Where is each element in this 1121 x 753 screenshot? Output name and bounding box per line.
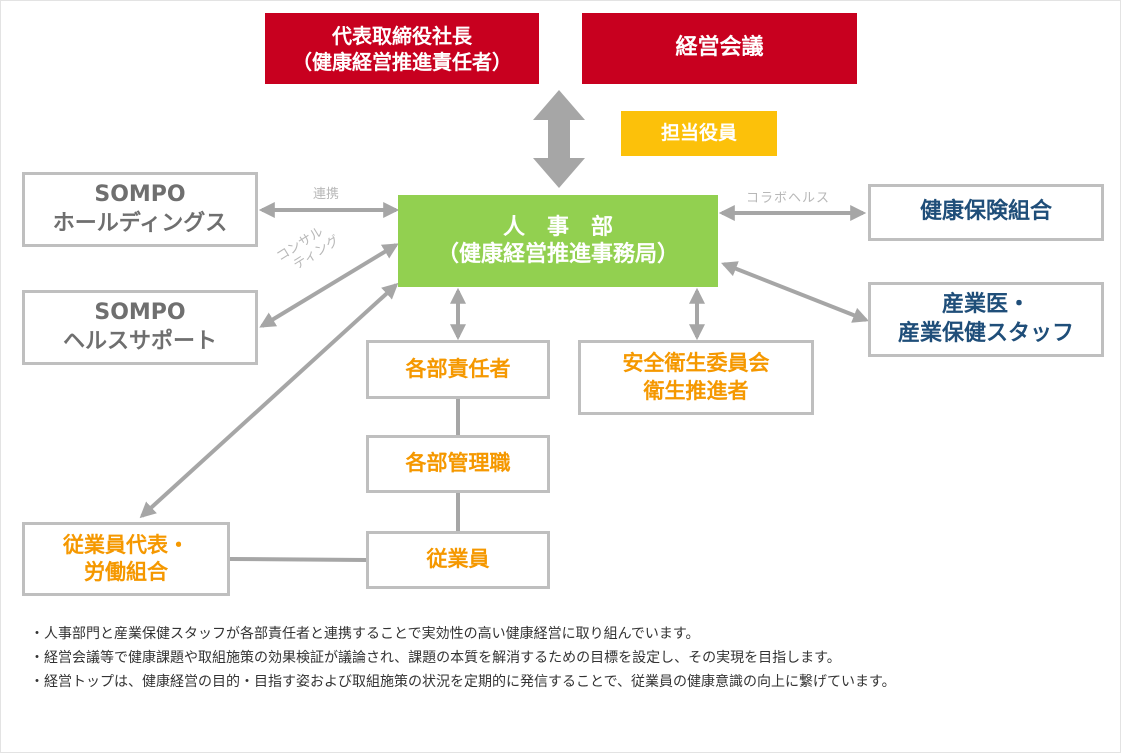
node-employee-reps: 従業員代表・ 労働組合 [22,522,230,596]
node-hr: 人 事 部 （健康経営推進事務局） [398,195,718,287]
node-sompo-holdings: SOMPO ホールディングス [22,172,258,247]
node-health-insurance-label: 健康保険組合 [919,199,1052,225]
node-sompo-health-support: SOMPO ヘルスサポート [22,290,258,365]
node-management-meeting-label: 経営会議 [675,35,764,61]
edge-label-cooperation: 連携 [313,187,340,202]
big-double-arrow [533,90,585,188]
node-hr-line2: （健康経営推進事務局） [436,242,679,267]
node-dept-heads: 各部責任者 [366,340,550,399]
node-sompo-hs-line1: SOMPO [94,299,186,325]
node-president-line2: （健康経営推進責任者） [292,49,512,74]
node-employees: 従業員 [366,531,550,589]
node-employees-label: 従業員 [426,547,490,572]
node-president-line1: 代表取締役社長 [332,23,472,48]
node-reps-line1: 従業員代表・ [63,532,189,557]
edge-reps-hr [139,282,399,519]
node-dept-managers-label: 各部管理職 [405,451,511,476]
node-hr-line1: 人 事 部 [502,214,613,240]
node-sompo-holdings-line1: SOMPO [94,181,186,207]
node-officer-label: 担当役員 [660,122,737,145]
node-safety-committee: 安全衛生委員会 衛生推進者 [578,340,814,415]
node-sompo-holdings-line2: ホールディングス [52,210,228,236]
node-occupational-health: 産業医・ 産業保健スタッフ [868,282,1104,357]
node-safety-line1: 安全衛生委員会 [622,351,770,376]
node-dept-managers: 各部管理職 [366,435,550,493]
notes: ・人事部門と産業保健スタッフが各部責任者と連携することで実効性の高い健康経営に取… [30,622,1090,694]
node-management-meeting: 経営会議 [582,13,857,84]
node-sompo-hs-line2: ヘルスサポート [62,328,217,354]
note-item: ・経営会議等で健康課題や取組施策の効果検証が議論され、課題の本質を解消するための… [30,650,841,666]
node-dept-heads-label: 各部責任者 [405,356,511,381]
edge-label-collabo-health: コラボヘルス [746,191,831,206]
edge-reps-employees [229,557,367,562]
edge-hr-occhealth [721,261,869,323]
node-officer-in-charge: 担当役員 [621,111,777,156]
note-item: ・人事部門と産業保健スタッフが各部責任者と連携することで実効性の高い健康経営に取… [30,626,700,642]
node-occhealth-line1: 産業医・ [941,291,1030,317]
node-safety-line2: 衛生推進者 [643,378,749,403]
node-health-insurance: 健康保険組合 [868,184,1104,241]
note-item: ・経営トップは、健康経営の目的・目指す姿および取組施策の状況を定期的に発信するこ… [30,674,896,690]
node-reps-line2: 労働組合 [84,560,168,584]
node-occhealth-line2: 産業保健スタッフ [897,320,1074,346]
node-president: 代表取締役社長 （健康経営推進責任者） [265,13,539,84]
